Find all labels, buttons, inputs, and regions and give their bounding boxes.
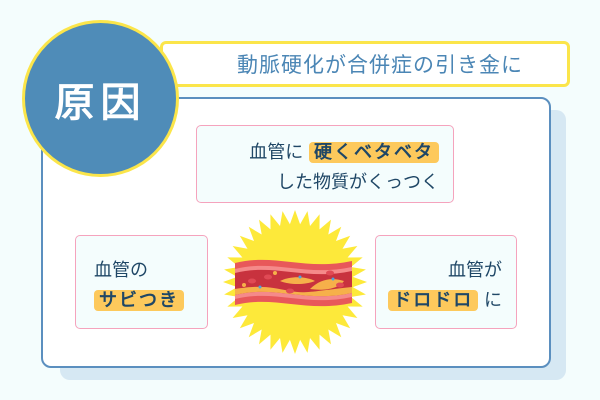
title-banner: 動脈硬化が合併症の引き金に [160, 41, 570, 87]
card-right-highlight: ドロドロ [388, 290, 479, 311]
cause-badge-label: 原因 [54, 79, 147, 126]
blood-vessel-icon [235, 259, 352, 307]
card-right-line1: 血管が [448, 260, 502, 281]
title-text: 動脈硬化が合併症の引き金に [237, 53, 523, 77]
card-left-highlight: サビつき [94, 290, 184, 311]
card-top-highlight: 硬くベタベタ [309, 142, 439, 163]
card-right-line2: ドロドロ に [376, 286, 502, 316]
card-rusting: 血管の サビつき [75, 235, 208, 329]
cause-badge: 原因 [22, 20, 179, 177]
card-right-suffix: に [484, 290, 502, 311]
card-top-prefix: 血管に [249, 142, 304, 163]
card-left-line2: サビつき [94, 286, 207, 316]
card-thick-blood: 血管が ドロドロ に [375, 235, 517, 329]
card-left-line1: 血管の [94, 260, 148, 281]
card-sticky-substance: 血管に 硬くベタベタ した物質がくっつく [196, 125, 454, 203]
clogged-blood-vessel-icon [223, 210, 367, 354]
card-top-line1: 血管に 硬くベタベタ [197, 138, 439, 168]
card-top-line2: した物質がくっつく [277, 172, 439, 193]
